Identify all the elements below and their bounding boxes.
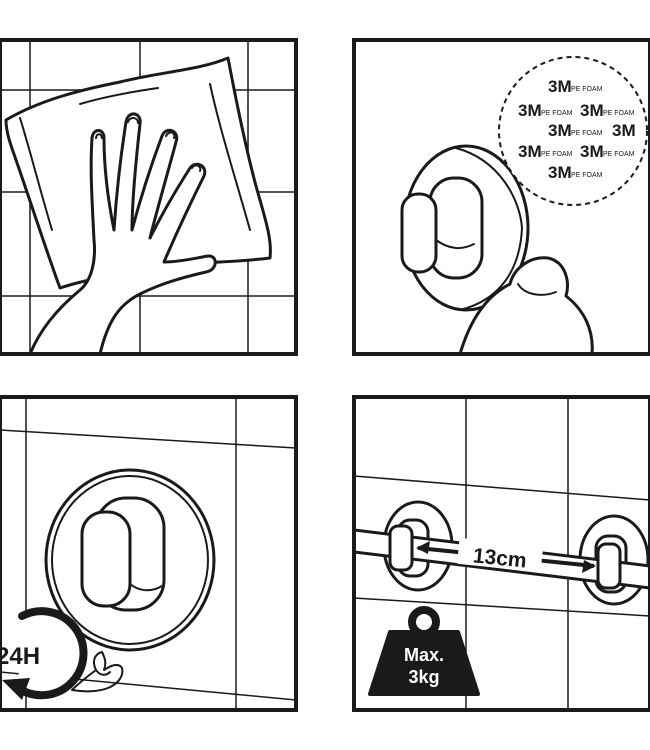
svg-text:PE FOAM: PE FOAM <box>571 86 603 93</box>
cure-time-badge: 24H <box>0 607 88 700</box>
svg-text:3M: 3M <box>548 121 572 140</box>
svg-text:PE FOAM: PE FOAM <box>603 151 635 158</box>
panel-frame <box>352 395 650 712</box>
max-load-label-1: Max. <box>404 645 444 665</box>
pad-print-pattern: 3M PE FOAM 3M PE FOAM 3M PE FOAM 3M PE F… <box>518 77 636 182</box>
spacing-label: 13cm <box>472 544 528 572</box>
svg-text:3M: 3M <box>580 142 604 161</box>
svg-text:PE FOAM: PE FOAM <box>603 110 635 117</box>
svg-text:3M: 3M <box>548 163 572 182</box>
hand-icon <box>28 112 217 354</box>
svg-text:3M: 3M <box>518 142 542 161</box>
panel-cure-time: 24H <box>0 395 298 712</box>
panel-adhesive-pad: 3M PE FOAM 3M PE FOAM 3M PE FOAM 3M PE F… <box>352 38 650 356</box>
hook-front <box>400 192 438 274</box>
svg-text:3M: 3M <box>612 121 636 140</box>
panel-clean-surface <box>0 38 298 356</box>
max-load-weight-icon: Max. 3kg <box>368 606 480 696</box>
svg-text:3M: 3M <box>548 77 572 96</box>
hook-front <box>80 510 132 608</box>
tile-grid <box>354 397 650 710</box>
panel-frame <box>0 38 298 356</box>
hook-body <box>428 176 484 280</box>
cure-time-label: 24H <box>0 643 40 670</box>
strength-arm-icon <box>71 651 124 693</box>
finger-icon <box>458 256 594 354</box>
panel-frame <box>352 38 650 356</box>
svg-text:PE FOAM: PE FOAM <box>541 151 573 158</box>
tile-grid <box>0 397 296 710</box>
clock-arrow-icon <box>2 678 30 700</box>
adhesive-pad-callout: 3M PE FOAM 3M PE FOAM 3M PE FOAM 3M PE F… <box>498 56 648 206</box>
svg-text:3M: 3M <box>580 101 604 120</box>
panel-load-capacity: 13cm Max. 3kg <box>352 395 650 712</box>
svg-text:PE FOAM: PE FOAM <box>541 110 573 117</box>
cleaning-cloth <box>4 56 272 290</box>
svg-text:3M: 3M <box>518 101 542 120</box>
panel-frame <box>0 395 298 712</box>
svg-text:PE FOAM: PE FOAM <box>571 130 603 137</box>
svg-text:PE FOAM: PE FOAM <box>571 172 603 179</box>
max-load-label-2: 3kg <box>408 667 439 687</box>
